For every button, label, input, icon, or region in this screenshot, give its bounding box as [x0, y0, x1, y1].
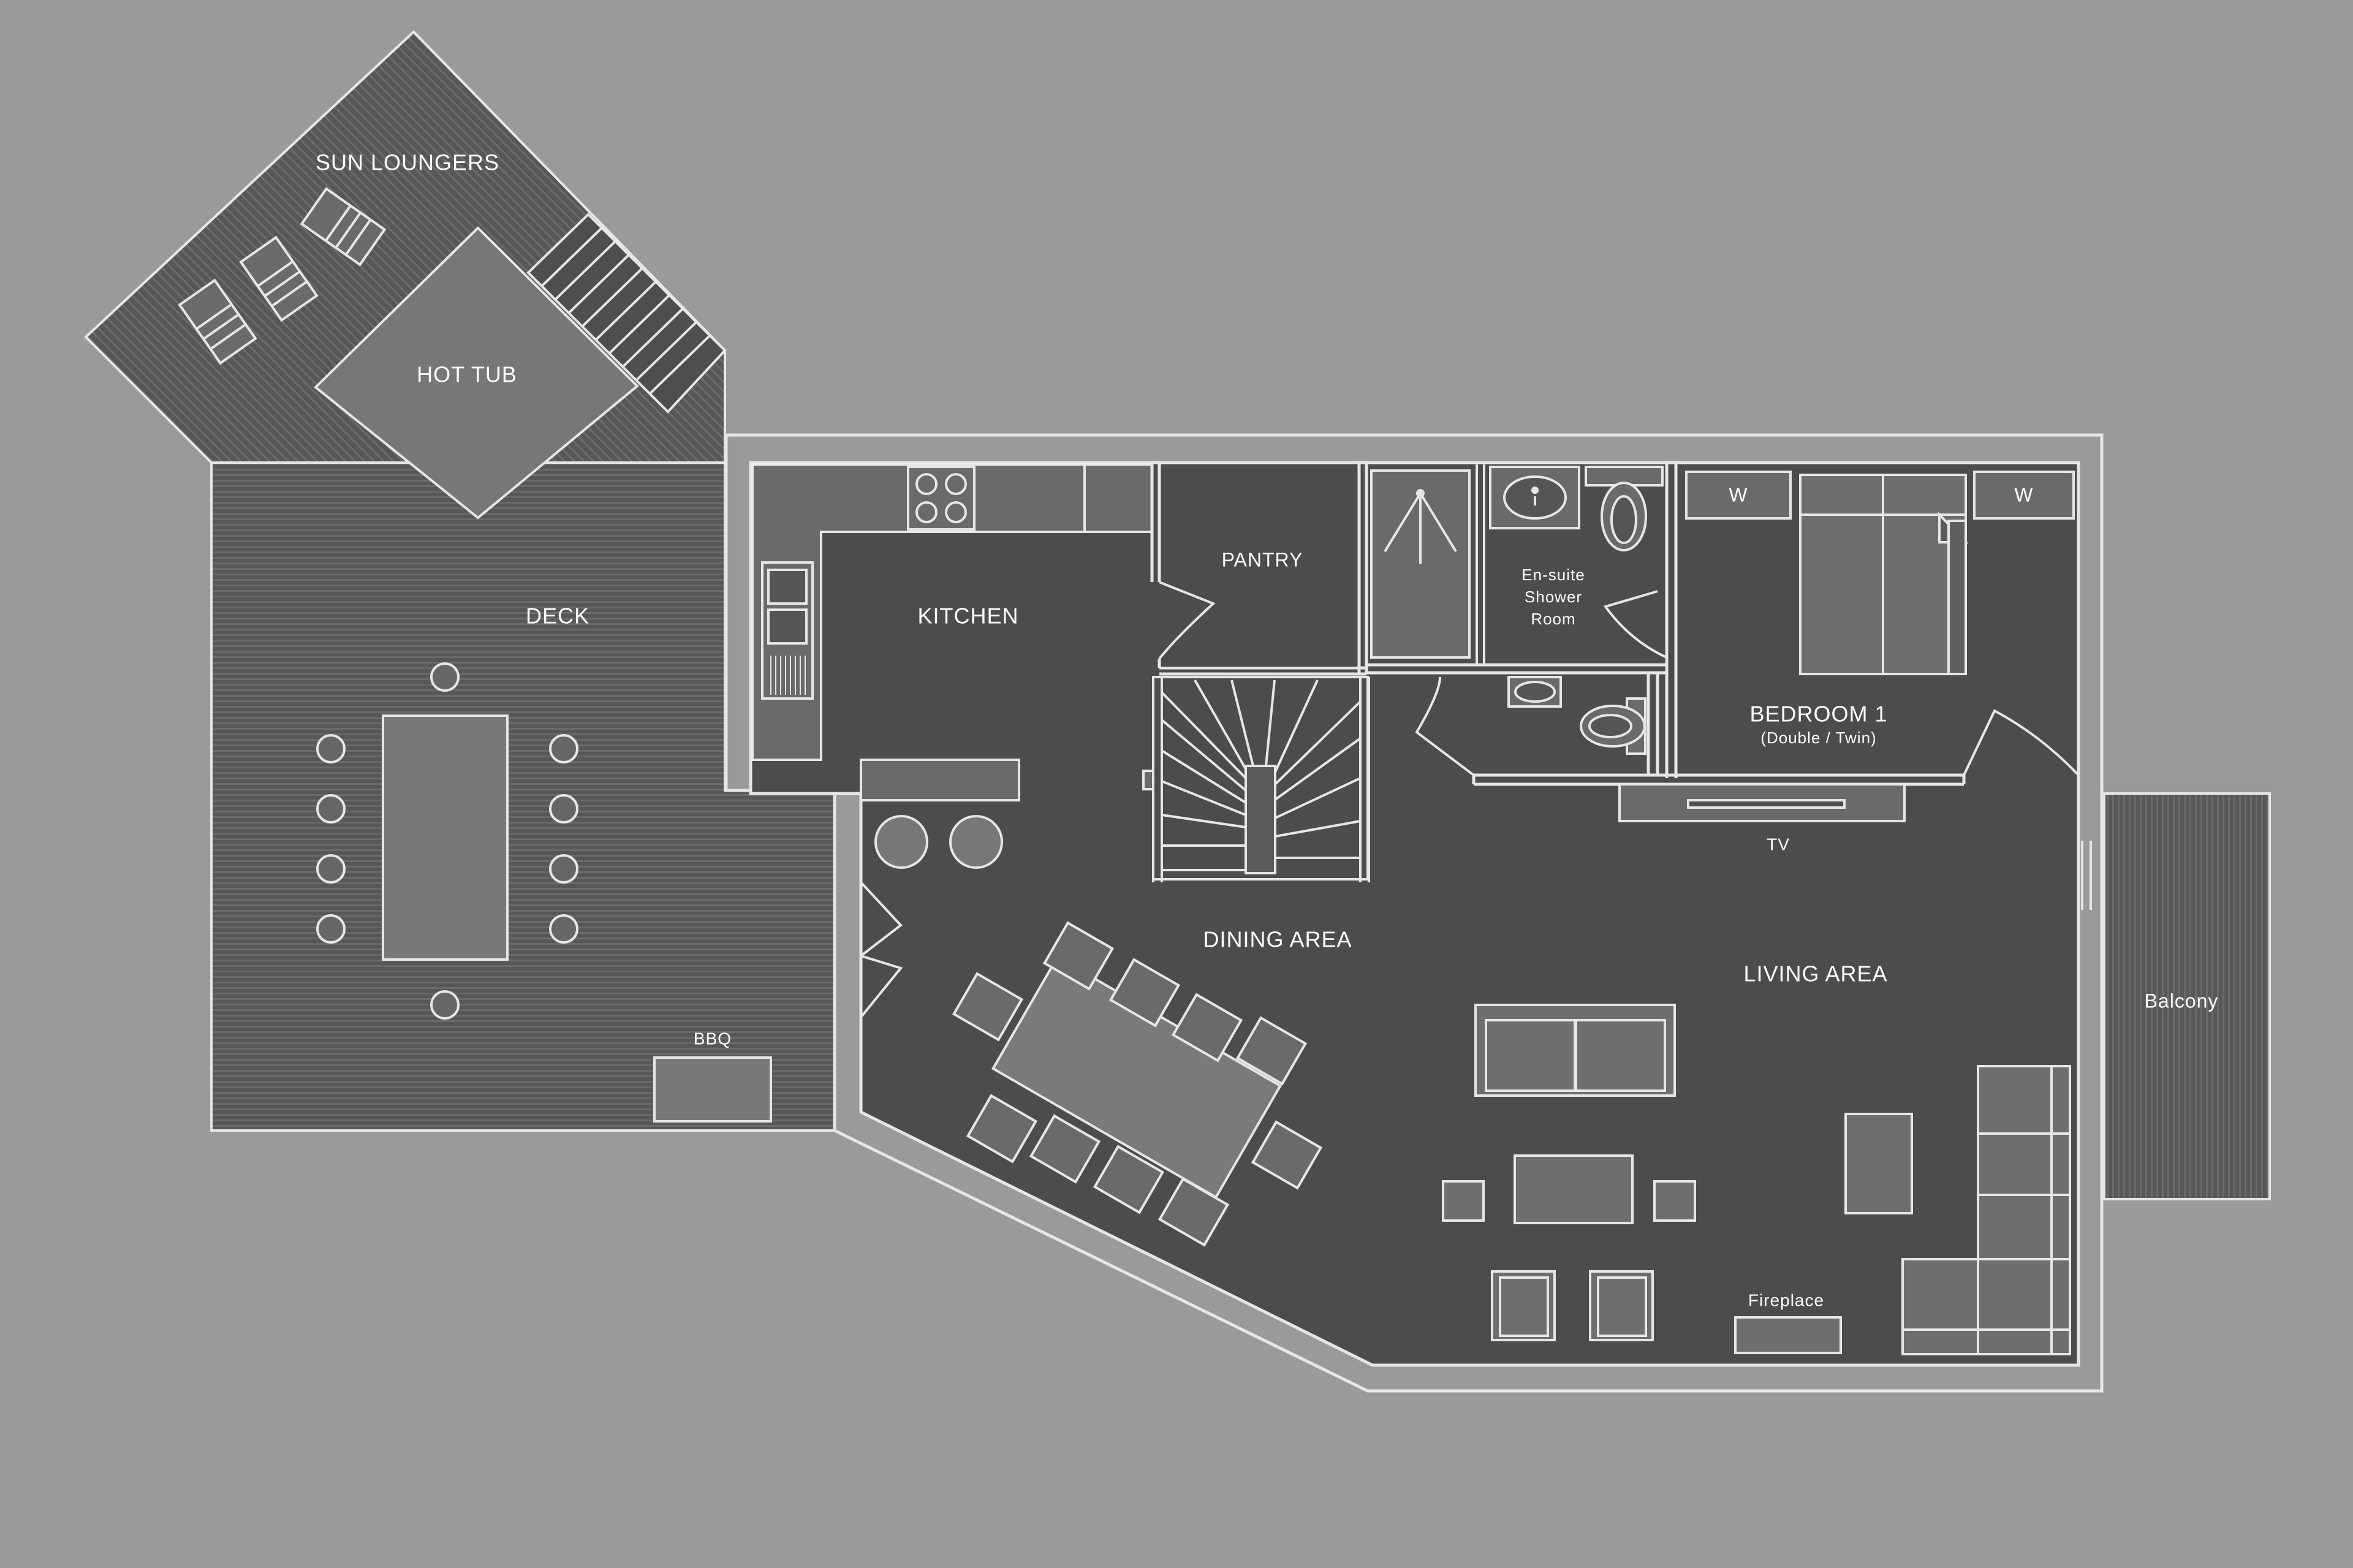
living-furniture	[1442, 1004, 2071, 1355]
fireplace	[1734, 1316, 1842, 1354]
wardrobe-left	[1685, 471, 1792, 520]
label-pantry: PANTRY	[1222, 548, 1303, 570]
label-ensuite-2: Shower	[1525, 588, 1582, 606]
deck-steps	[526, 213, 727, 414]
label-deck: DECK	[526, 604, 589, 629]
label-bedroom: BEDROOM 1	[1749, 702, 1887, 727]
wardrobe-right	[1973, 471, 2075, 520]
label-balcony: Balcony	[2145, 990, 2219, 1012]
pantry-room	[1161, 464, 1357, 667]
balcony	[2103, 792, 2271, 1200]
coffee-table	[1514, 1154, 1634, 1224]
side-table-right	[1653, 1180, 1696, 1222]
balcony-door	[2081, 841, 2092, 910]
shower	[1370, 464, 1485, 665]
label-wardrobe-right: W	[2014, 483, 2033, 506]
bbq	[653, 1056, 772, 1123]
labels: SUN LOUNGERS HOT TUB DECK BBQ KITCHEN PA…	[316, 150, 2218, 1310]
label-living-area: LIVING AREA	[1743, 961, 1887, 987]
staircase	[1142, 676, 1370, 882]
kitchen-counters	[751, 463, 1153, 801]
label-fireplace: Fireplace	[1748, 1290, 1824, 1309]
deck-area	[84, 30, 836, 1132]
ensuite-toilet	[1585, 466, 1664, 551]
lower-toilet	[1580, 697, 1646, 755]
label-kitchen: KITCHEN	[917, 604, 1018, 629]
lower-basin	[1507, 676, 1562, 708]
side-table-left	[1442, 1180, 1485, 1222]
bar-stools	[874, 815, 1003, 869]
label-bedroom-sub: (Double / Twin)	[1760, 729, 1876, 747]
label-dining-area: DINING AREA	[1203, 927, 1352, 952]
label-sun-loungers: SUN LOUNGERS	[316, 150, 499, 175]
tv-unit	[1618, 783, 1906, 822]
dining-set	[952, 921, 1323, 1247]
label-ensuite-1: En-suite	[1521, 566, 1585, 584]
corner-sofa	[1901, 1065, 2071, 1355]
label-bbq: BBQ	[694, 1029, 732, 1048]
doors	[860, 581, 2080, 1018]
label-hot-tub: HOT TUB	[417, 362, 517, 387]
bed	[1799, 474, 1969, 675]
hot-tub	[313, 226, 639, 520]
ensuite-basin	[1489, 466, 1580, 529]
outdoor-dining-table	[316, 662, 578, 1020]
ottoman	[1844, 1113, 1913, 1214]
label-ensuite-3: Room	[1531, 610, 1575, 628]
label-wardrobe-left: W	[1729, 483, 1748, 506]
interior	[724, 433, 2104, 1393]
sun-loungers	[178, 187, 387, 365]
label-tv: TV	[1767, 835, 1790, 854]
dining-table	[991, 955, 1283, 1199]
wardrobes	[1685, 471, 2075, 520]
